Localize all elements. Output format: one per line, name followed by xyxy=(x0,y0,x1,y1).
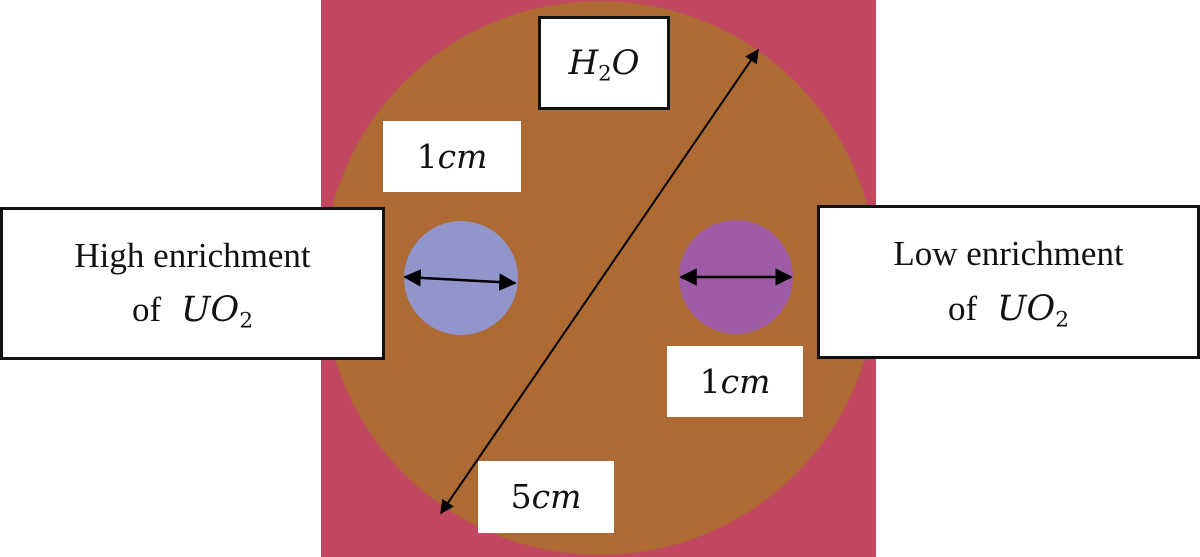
high-enrichment-label-box: High enrichment of UO2 xyxy=(0,207,385,360)
high-enrichment-symbol: UO xyxy=(181,290,240,331)
low-enrichment-label-box: Low enrichment of UO2 xyxy=(817,205,1200,359)
high-enrichment-subscript: 2 xyxy=(239,308,254,334)
high-pin-dimension-number: 1 xyxy=(416,136,438,176)
moderator-subscript: 2 xyxy=(598,59,612,85)
low-enrichment-line1: Low enrichment xyxy=(893,234,1124,274)
moderator-formula: H2O xyxy=(569,37,640,90)
moderator-label-box: H2O xyxy=(538,16,670,110)
disc-dimension-label: 5cm xyxy=(478,461,614,533)
low-enrichment-subscript: 2 xyxy=(1055,307,1070,333)
high-pin-dimension-unit: cm xyxy=(437,136,488,176)
low-enrichment-prefix: of xyxy=(947,288,978,328)
disc-diameter-arrow xyxy=(440,48,759,515)
low-pin-dimension-number: 1 xyxy=(699,361,721,401)
low-pin-dimension-value: 1cm xyxy=(700,356,771,407)
high-pin-dimension-value: 1cm xyxy=(417,131,488,182)
low-pin-dimension-unit: cm xyxy=(720,361,771,401)
high-enrichment-formula: UO2 xyxy=(170,290,253,334)
high-pin-dimension-label: 1cm xyxy=(383,121,521,192)
high-enrichment-line2: of UO2 xyxy=(132,283,253,338)
disc-dimension-value: 5cm xyxy=(511,471,582,522)
high-enrichment-prefix: of xyxy=(131,290,162,330)
moderator-symbol: H xyxy=(568,42,599,83)
moderator-symbol-tail: O xyxy=(611,42,640,83)
low-enrichment-line2: of UO2 xyxy=(948,282,1069,337)
disc-dimension-unit: cm xyxy=(531,477,582,517)
disc-dimension-number: 5 xyxy=(510,477,532,517)
low-pin-dimension-label: 1cm xyxy=(667,346,803,417)
low-enrichment-formula: UO2 xyxy=(986,288,1070,333)
high-enrichment-line1: High enrichment xyxy=(74,235,311,275)
low-enrichment-symbol: UO xyxy=(997,288,1056,329)
